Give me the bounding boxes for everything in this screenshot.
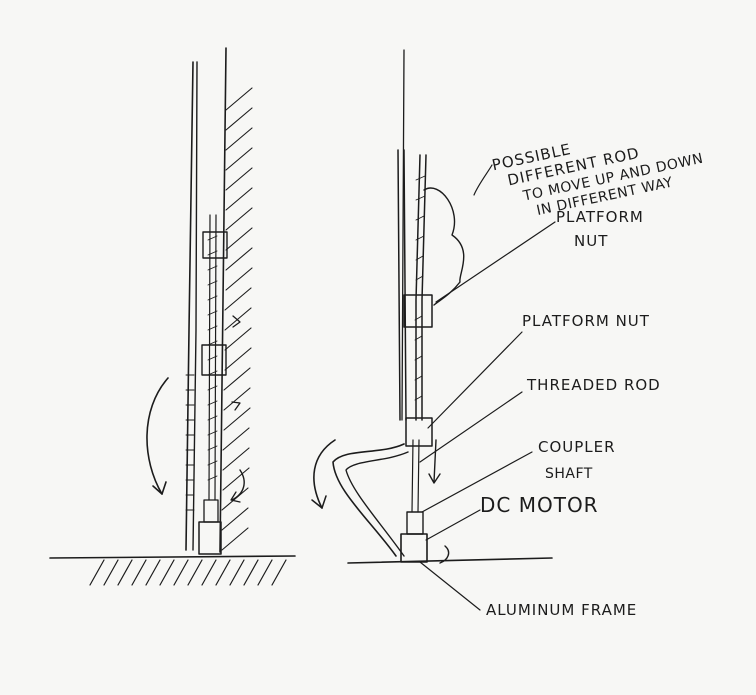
leader-dc-motor — [425, 509, 481, 541]
right-down-arrow — [433, 439, 437, 483]
right-lower-rod — [411, 439, 420, 513]
left-outer-rod-a — [185, 61, 194, 551]
label-dc-motor: DC MOTOR — [480, 493, 599, 517]
right-down-arrowhead — [428, 473, 441, 484]
left-motor-rotation-arrow — [231, 469, 245, 501]
left-upper-nut — [202, 231, 228, 259]
right-assembly — [311, 49, 556, 611]
left-platform-nut — [201, 344, 227, 376]
left-arrow-marker-lower — [231, 401, 241, 411]
right-coupler — [406, 511, 424, 535]
label-nut-upper: NUT — [574, 232, 608, 250]
left-ladder-marks — [185, 374, 195, 511]
label-coupler: COUPLER — [538, 438, 616, 456]
label-threaded-rod: THREADED ROD — [526, 376, 661, 394]
right-dc-motor — [400, 533, 428, 563]
label-platform-nut: PLATFORM NUT — [522, 312, 650, 330]
left-threaded-rod — [208, 214, 217, 501]
right-motor-rotation-arrow — [439, 545, 450, 564]
leader-coupler-shaft — [421, 451, 533, 513]
right-bent-arm-outer — [332, 443, 405, 557]
left-dc-motor — [198, 521, 222, 555]
left-motor-rotation-arrowhead — [230, 491, 241, 503]
right-rod-threads — [414, 175, 426, 401]
annotation-labels: POSSIBLE DIFFERENT ROD TO MOVE UP AND DO… — [480, 140, 705, 619]
right-ground-line — [347, 557, 553, 564]
right-curved-arrow — [313, 439, 336, 509]
label-shaft: SHAFT — [545, 466, 593, 482]
label-platform-upper: PLATFORM — [556, 208, 644, 226]
leader-possible-rod — [473, 164, 493, 196]
left-rod-threads — [207, 235, 218, 481]
left-ground-hatching — [89, 559, 287, 586]
left-outer-rod-b — [192, 61, 198, 551]
left-coupler — [203, 499, 219, 523]
label-aluminum-frame: ALUMINUM FRAME — [486, 601, 637, 619]
left-arrow-marker-upper — [232, 315, 241, 328]
left-curved-arrow — [146, 377, 169, 495]
right-upper-platform-nut — [403, 294, 433, 328]
left-frame-wall — [219, 47, 227, 553]
leader-aluminum-frame — [419, 561, 481, 611]
left-ground-line — [49, 555, 296, 559]
leader-platform-nut-upper — [435, 221, 556, 303]
right-curved-arrowhead — [311, 495, 327, 509]
right-guide-line — [401, 49, 405, 421]
left-curved-arrowhead — [152, 481, 167, 495]
leader-platform-nut — [427, 331, 523, 429]
leader-threaded-rod — [419, 391, 523, 463]
right-sleeve — [397, 149, 407, 421]
right-threaded-rod — [415, 154, 427, 421]
right-bent-arm-inner — [345, 451, 409, 557]
left-assembly — [49, 47, 296, 586]
right-platform-nut — [405, 417, 433, 447]
